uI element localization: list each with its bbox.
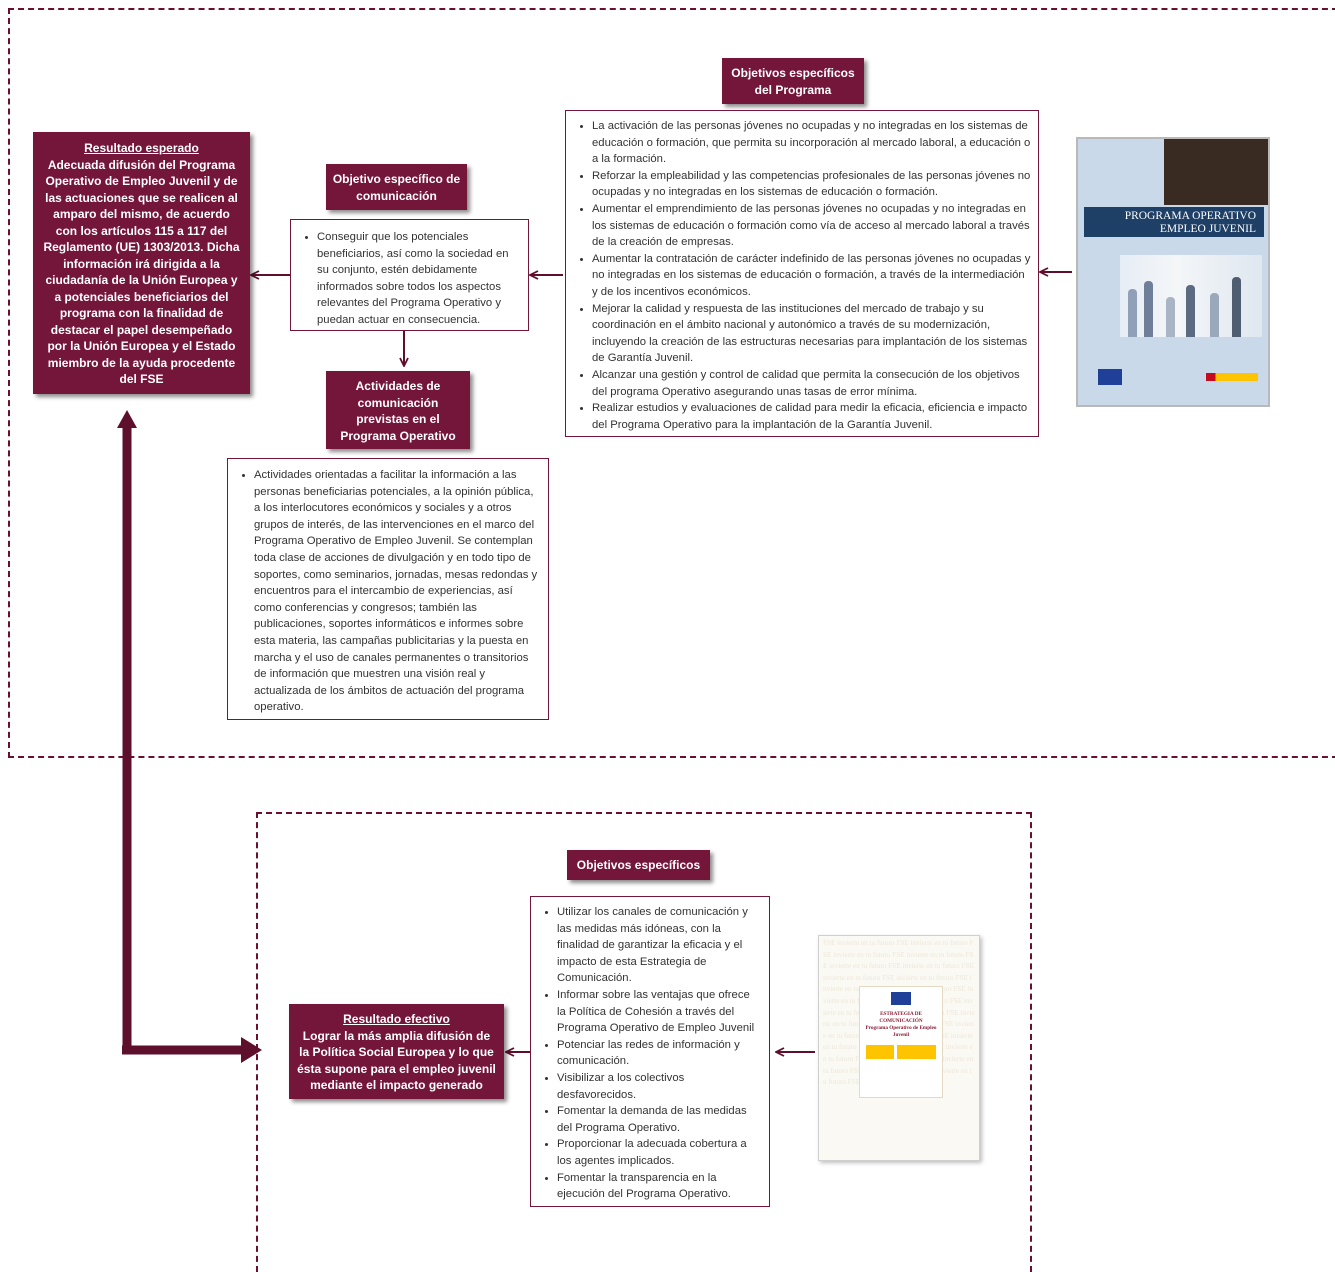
resultado-esperado-body: Adecuada difusión del Programa Operativo… xyxy=(43,157,240,387)
cover-card-title: ESTRATEGIA DE COMUNICACIÓN Programa Oper… xyxy=(865,1011,937,1038)
actividades-header: Actividades de comunicación previstas en… xyxy=(326,371,470,449)
objetivos-especificos-box: Utilizar los canales de comunicación y l… xyxy=(530,896,770,1207)
list-item: Fomentar la demanda de las medidas del P… xyxy=(557,1103,761,1136)
cover-title-line1: PROGRAMA OPERATIVO xyxy=(1124,210,1256,222)
list-item: La activación de las personas jóvenes no… xyxy=(592,118,1032,168)
resultado-efectivo-title: Resultado efectivo xyxy=(343,1012,450,1026)
actividades-box: Actividades orientadas a facilitar la in… xyxy=(227,458,549,720)
objetivo-comunicacion-header: Objetivo específico de comunicación xyxy=(326,164,467,210)
objetivos-programa-box: La activación de las personas jóvenes no… xyxy=(565,110,1039,437)
list-item: Informar sobre las ventajas que ofrece l… xyxy=(557,987,761,1037)
top-section-frame xyxy=(8,8,1335,758)
cover-title-band: PROGRAMA OPERATIVO EMPLEO JUVENIL xyxy=(1084,207,1264,237)
cover-photo xyxy=(1120,255,1262,337)
resultado-efectivo-body: Lograr la más amplia difusión de la Polí… xyxy=(297,1028,496,1093)
list-item: Aumentar la contratación de carácter ind… xyxy=(592,251,1032,301)
gobierno-logo-icon xyxy=(1206,373,1258,381)
thick-arrowhead-right xyxy=(241,1037,262,1063)
objetivo-comunicacion-box: Conseguir que los potenciales beneficiar… xyxy=(290,219,529,331)
objetivos-especificos-title: Objetivos específicos xyxy=(576,858,701,872)
eu-flag-icon xyxy=(1098,369,1122,385)
list-item: Actividades orientadas a facilitar la in… xyxy=(254,467,540,716)
thick-arrowhead-up xyxy=(117,410,137,428)
list-item: Proporcionar la adecuada cobertura a los… xyxy=(557,1136,761,1169)
objetivos-especificos-header: Objetivos específicos xyxy=(567,850,710,880)
list-item: Visibilizar a los colectivos desfavoreci… xyxy=(557,1070,761,1103)
list-item: Aumentar el emprendimiento de las person… xyxy=(592,201,1032,251)
resultado-esperado-box: Resultado esperado Adecuada difusión del… xyxy=(33,132,250,394)
actividades-title: Actividades de comunicación previstas en… xyxy=(340,379,456,443)
objetivos-programa-header: Objetivos específicos del Programa xyxy=(722,58,864,104)
objetivo-comunicacion-title: Objetivo específico de comunicación xyxy=(332,172,461,203)
eu-flag-icon xyxy=(891,992,911,1005)
bottom-section-frame xyxy=(256,812,1032,1272)
cover-dark-block xyxy=(1164,139,1268,205)
list-item: Reforzar la empleabilidad y las competen… xyxy=(592,168,1032,201)
list-item: Fomentar la transparencia en la ejecució… xyxy=(557,1170,761,1203)
list-item: Realizar estudios y evaluaciones de cali… xyxy=(592,400,1032,433)
programa-operativo-cover: PROGRAMA OPERATIVO EMPLEO JUVENIL xyxy=(1076,137,1270,407)
cover-card: ESTRATEGIA DE COMUNICACIÓN Programa Oper… xyxy=(859,986,943,1098)
list-item: Potenciar las redes de información y com… xyxy=(557,1037,761,1070)
objetivos-programa-title: Objetivos específicos del Programa xyxy=(731,66,855,97)
list-item: Utilizar los canales de comunicación y l… xyxy=(557,904,761,987)
estrategia-comunicacion-cover: FSE invierte en tu futuro FSE invierte e… xyxy=(818,935,980,1161)
resultado-esperado-title: Resultado esperado xyxy=(84,141,199,155)
gobierno-logo-icon xyxy=(866,1045,936,1059)
list-item: Mejorar la calidad y respuesta de las in… xyxy=(592,301,1032,367)
list-item: Alcanzar una gestión y control de calida… xyxy=(592,367,1032,400)
list-item: Conseguir que los potenciales beneficiar… xyxy=(317,229,520,329)
resultado-efectivo-box: Resultado efectivo Lograr la más amplia … xyxy=(289,1004,504,1099)
cover-title-line2: EMPLEO JUVENIL xyxy=(1159,222,1256,235)
